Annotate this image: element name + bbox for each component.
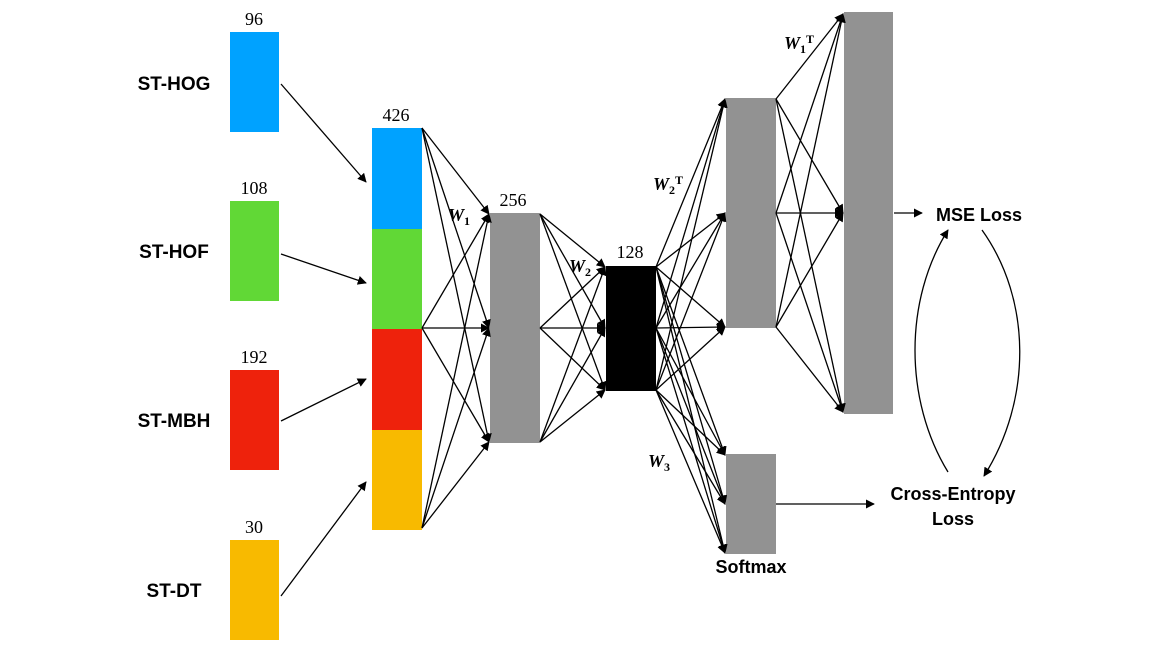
mse-loss-label: MSE Loss <box>936 205 1022 225</box>
arrow-code-to-decoder <box>655 98 728 391</box>
arrow-decoder-to-reconstruction <box>775 212 844 328</box>
code-block <box>606 266 656 391</box>
input-layer: 426 <box>372 105 422 530</box>
feature-dim-st-hof: 108 <box>241 178 268 198</box>
arrow-code-to-decoder <box>655 212 726 268</box>
feature-st-mbh: 192 ST-MBH <box>138 347 279 470</box>
arrow-code-to-softmax <box>655 389 726 554</box>
arrow-input-to-hidden1 <box>421 127 492 443</box>
arrow-input-to-hidden1 <box>421 213 492 529</box>
arrow-decoder-to-reconstruction <box>775 13 844 100</box>
hidden1-dim-label: 256 <box>500 190 527 210</box>
feature-label-st-hof: ST-HOF <box>139 242 209 263</box>
arrow-input-to-hidden1 <box>421 213 490 329</box>
input-segment-dt <box>372 430 422 530</box>
arrow-code-to-softmax <box>655 266 728 505</box>
arrow-input-to-hidden1 <box>421 327 490 443</box>
feature-dim-st-mbh: 192 <box>241 347 268 367</box>
feature-block-st-mbh <box>230 370 279 470</box>
feature-st-dt: 30 ST-DT <box>147 517 279 640</box>
arrow-mbh-to-input <box>280 378 367 422</box>
arrow-code-to-softmax <box>655 266 727 456</box>
arrow-dt-to-input <box>280 481 367 597</box>
weight-label-w2: W2 <box>569 256 591 279</box>
arrow-hidden1-to-code <box>539 389 606 443</box>
arrow-hidden1-to-code <box>539 213 606 329</box>
arrow-input-to-hidden1 <box>421 327 491 529</box>
connections <box>280 13 923 597</box>
feature-label-st-mbh: ST-MBH <box>138 411 211 432</box>
arrow-input-to-hidden1 <box>421 441 490 529</box>
arrow-code-to-softmax <box>655 389 726 505</box>
arrow-code-to-softmax <box>655 327 727 554</box>
feature-label-st-hog: ST-HOG <box>138 74 211 95</box>
hidden1-block <box>490 213 540 443</box>
arrow-hidden1-to-code <box>539 213 607 391</box>
arrow-hog-to-input <box>280 83 367 183</box>
arrow-code-to-softmax <box>655 327 726 456</box>
feature-block-st-hog <box>230 32 279 132</box>
arrow-input-to-hidden1 <box>421 127 490 215</box>
arrow-code-to-decoder <box>655 326 726 391</box>
input-dim-label: 426 <box>383 105 410 125</box>
feature-dim-st-dt: 30 <box>245 517 263 537</box>
feature-block-st-dt <box>230 540 279 640</box>
weight-label-w2t: W2T <box>653 173 683 197</box>
arrow-decoder-to-reconstruction <box>775 212 845 413</box>
softmax-block <box>726 454 776 554</box>
softmax-label: Softmax <box>715 557 786 577</box>
arrow-decoder-to-reconstruction <box>775 98 844 214</box>
arrow-code-to-softmax <box>655 327 727 505</box>
input-segment-mbh <box>372 329 422 430</box>
arrow-hidden1-to-code <box>539 327 606 391</box>
feature-dim-st-hog: 96 <box>245 9 263 29</box>
arrow-code-to-softmax <box>655 389 726 456</box>
ce-loss-label-line2: Loss <box>932 509 974 529</box>
code-dim-label: 128 <box>617 242 644 262</box>
weight-label-w1t: W1T <box>784 32 814 56</box>
arrow-code-to-decoder <box>655 98 727 329</box>
arrow-code-to-decoder <box>655 266 726 328</box>
weight-label-w3: W3 <box>648 451 670 474</box>
arrow-hidden1-to-code <box>539 266 606 329</box>
arrow-decoder-to-reconstruction <box>775 98 846 413</box>
arrow-hidden1-to-code <box>539 327 606 443</box>
feature-st-hof: 108 ST-HOF <box>139 178 279 301</box>
decoder-hidden-block <box>726 98 776 328</box>
arrow-decoder-to-reconstruction <box>775 13 845 214</box>
feature-st-hog: 96 ST-HOG <box>138 9 279 132</box>
arrow-code-to-decoder <box>655 212 727 391</box>
loss-arc-right <box>981 229 1021 477</box>
hidden-layer-1: 256 <box>490 190 540 443</box>
input-segment-hog <box>372 128 422 229</box>
arrow-hidden1-to-code <box>539 213 606 268</box>
ce-loss-label-line1: Cross-Entropy <box>890 484 1015 504</box>
feature-block-st-hof <box>230 201 279 301</box>
arrow-input-to-hidden1 <box>421 127 491 329</box>
code-layer: 128 <box>606 242 656 391</box>
arrow-code-to-softmax <box>655 266 728 554</box>
arrow-code-to-decoder <box>655 322 726 332</box>
weight-label-w1: W1 <box>448 205 470 228</box>
arrow-decoder-to-reconstruction <box>775 13 846 328</box>
loss-arc-left <box>914 229 949 473</box>
arrow-decoder-to-reconstruction <box>775 326 844 413</box>
arrow-hof-to-input <box>280 253 367 285</box>
arrow-code-to-decoder <box>655 212 726 329</box>
input-segment-hof <box>372 229 422 329</box>
reconstruction-block <box>844 12 893 414</box>
feature-label-st-dt: ST-DT <box>147 581 202 602</box>
arrow-code-to-decoder <box>655 98 727 268</box>
arrow-hidden1-to-code <box>539 266 607 443</box>
